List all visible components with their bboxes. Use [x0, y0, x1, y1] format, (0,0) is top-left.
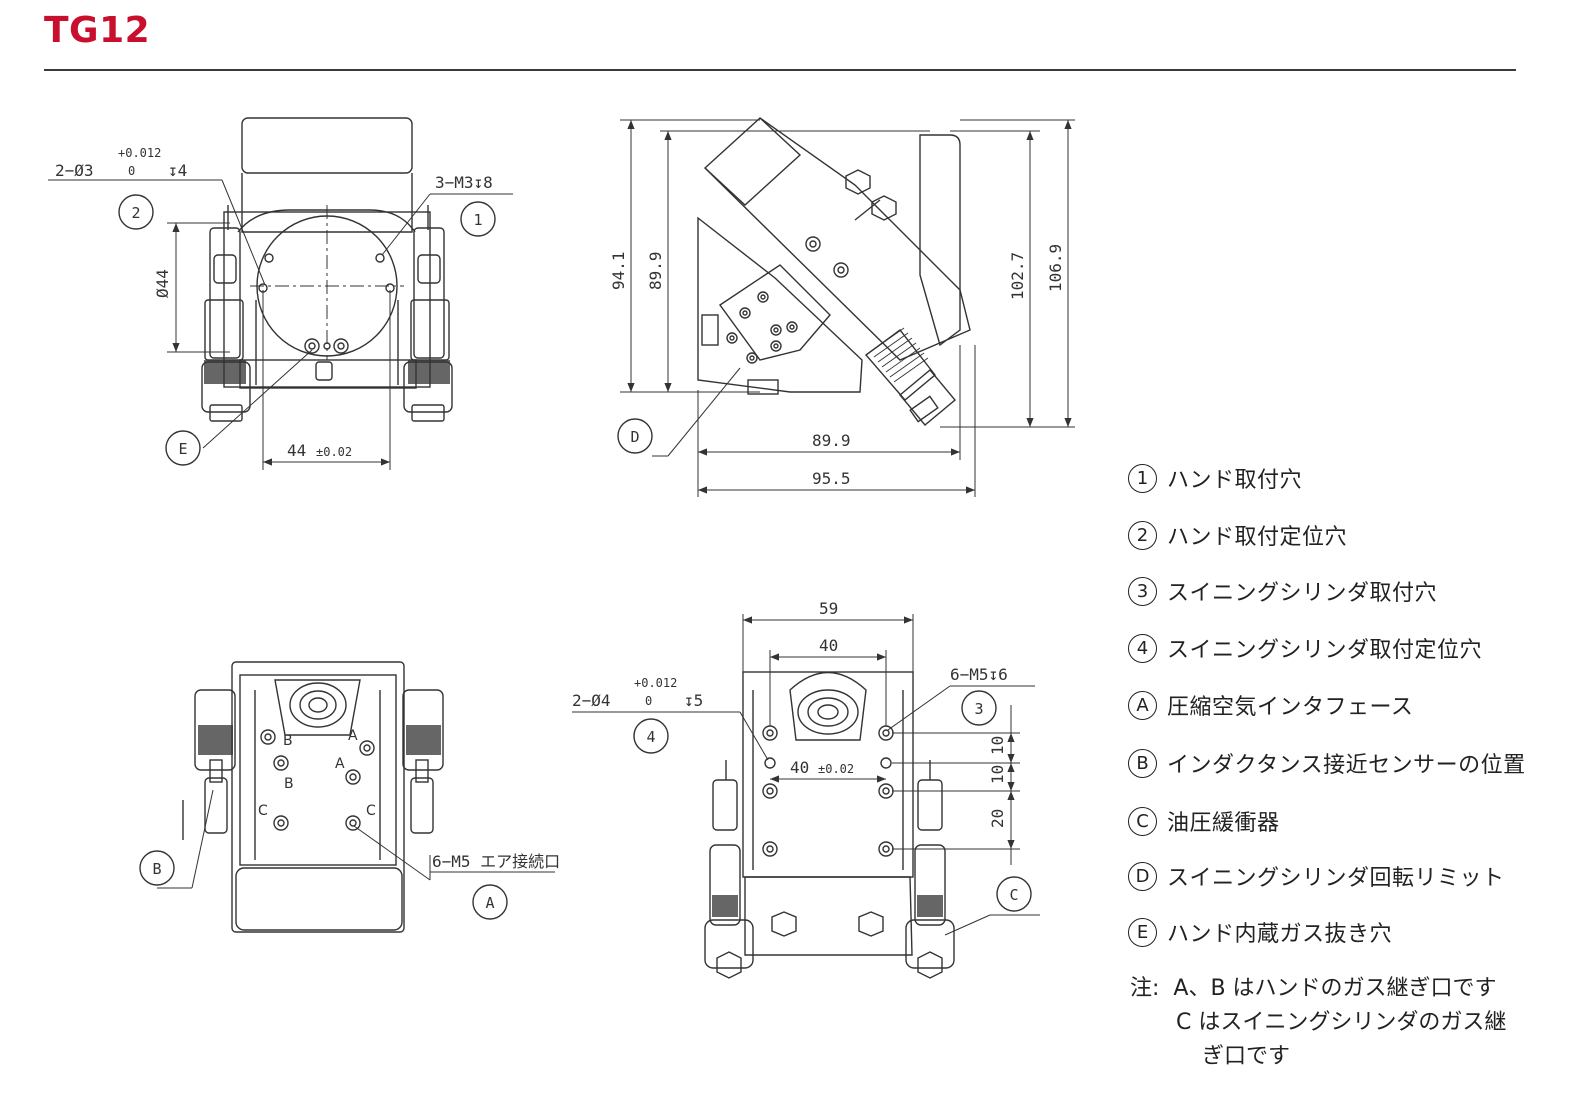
- note-line-3: ぎ口です: [1202, 1044, 1291, 1069]
- height-89-9: 89.9: [646, 251, 665, 290]
- hole-label-c1: C: [258, 803, 268, 819]
- hole-label-a1: A: [348, 728, 358, 744]
- pitch-dimension: 44: [287, 441, 306, 460]
- legend-mark: C: [1128, 806, 1157, 836]
- vertical-10-b: 10: [988, 765, 1007, 784]
- view-bottom-right-labels: 4 3 C 59 40 2−Ø4 +0.012 0 ↧5 6−M5↧6 40 ±…: [572, 599, 1019, 904]
- legend-text: ハンド取付定位穴: [1167, 525, 1348, 550]
- hole-spec: 2−Ø3: [55, 161, 94, 180]
- legend-item-3: 3 スイニングシリンダ取付穴: [1128, 573, 1437, 609]
- tolerance-upper: +0.012: [634, 676, 677, 690]
- legend-item-2: 2 ハンド取付定位穴: [1128, 517, 1347, 553]
- legend-text: スイニングシリンダ取付穴: [1167, 581, 1438, 606]
- diameter-dimension: Ø44: [153, 269, 172, 298]
- hole-spec: 2−Ø4: [572, 691, 611, 710]
- thread-spec: 3−M3↧8: [435, 173, 493, 192]
- note: 注: A、B はハンドのガス継ぎ口です C はスイニングシリンダのガス継 ぎ口で…: [1130, 972, 1550, 1074]
- page-title: TG12: [44, 10, 151, 51]
- vertical-10-a: 10: [988, 736, 1007, 755]
- legend-item-4: 4 スイニングシリンダ取付定位穴: [1128, 630, 1482, 666]
- legend-text: 油圧緩衝器: [1167, 811, 1280, 836]
- tolerance-upper: +0.012: [118, 146, 161, 160]
- legend-item-E: E ハンド内蔵ガス抜き穴: [1128, 914, 1392, 950]
- height-106-9: 106.9: [1046, 244, 1065, 292]
- tolerance-lower: 0: [645, 694, 652, 708]
- tolerance-lower: 0: [128, 164, 135, 178]
- title-rule: [44, 69, 1516, 71]
- legend-item-B: B インダクタンス接近センサーの位置: [1128, 745, 1526, 781]
- pitch-tolerance: ±0.02: [316, 445, 352, 459]
- width-40: 40: [819, 636, 838, 655]
- callout-4: 4: [646, 728, 655, 746]
- callout-3: 3: [974, 700, 983, 718]
- width-89-9: 89.9: [812, 431, 851, 450]
- callout-D: D: [630, 428, 639, 446]
- legend-text: スイニングシリンダ回転リミット: [1167, 866, 1505, 891]
- callout-A: A: [485, 894, 494, 912]
- depth-spec: ↧4: [168, 161, 187, 180]
- pitch-tolerance: ±0.02: [818, 762, 854, 776]
- height-94-1: 94.1: [609, 251, 628, 290]
- callout-E: E: [178, 440, 187, 458]
- view-bottom-left-labels: B A B A B A C C 6−M5 エア接続口: [152, 728, 560, 912]
- view-top-left-labels: 2 1 E 2−Ø3 +0.012 0 ↧4 3−M3↧8 Ø44 44 ±0.…: [55, 146, 493, 460]
- depth-spec: ↧5: [684, 691, 703, 710]
- legend-mark: 3: [1128, 576, 1157, 606]
- legend-mark: E: [1128, 917, 1157, 947]
- callout-1: 1: [473, 211, 482, 229]
- legend-mark: 4: [1128, 633, 1157, 663]
- legend-mark: B: [1128, 748, 1157, 778]
- view-top-right: [617, 117, 1075, 497]
- note-line-1: A、B はハンドのガス継ぎ口です: [1173, 976, 1497, 1001]
- legend-mark: 2: [1128, 520, 1157, 550]
- legend-item-C: C 油圧緩衝器: [1128, 803, 1280, 839]
- note-line-2: C はスイニングシリンダのガス継: [1176, 1010, 1507, 1035]
- legend-text: ハンド取付穴: [1167, 468, 1303, 493]
- width-59: 59: [819, 599, 838, 618]
- legend-mark: D: [1128, 861, 1157, 891]
- note-prefix: 注:: [1130, 976, 1160, 1001]
- legend-item-1: 1 ハンド取付穴: [1128, 460, 1302, 496]
- port-spec: 6−M5 エア接続口: [432, 852, 560, 871]
- callout-C: C: [1009, 886, 1018, 904]
- width-95-5: 95.5: [812, 469, 851, 488]
- vertical-20: 20: [988, 809, 1007, 828]
- view-top-right-labels: D 94.1 89.9 102.7 106.9 89.9 95.5: [609, 244, 1065, 488]
- height-102-7: 102.7: [1008, 252, 1027, 300]
- hole-label-b1: B: [283, 733, 293, 749]
- hole-label-b2: B: [284, 776, 294, 792]
- hole-label-c2: C: [366, 803, 376, 819]
- legend-text: インダクタンス接近センサーの位置: [1167, 753, 1526, 778]
- legend-text: ハンド内蔵ガス抜き穴: [1167, 922, 1393, 947]
- callout-2: 2: [131, 204, 140, 222]
- legend-text: スイニングシリンダ取付定位穴: [1167, 638, 1483, 663]
- thread-spec: 6−M5↧6: [950, 665, 1008, 684]
- callout-B: B: [152, 860, 161, 878]
- legend-mark: 1: [1128, 463, 1157, 493]
- view-bottom-left: [139, 661, 555, 933]
- legend-text: 圧縮空気インタフェース: [1167, 695, 1414, 720]
- hole-label-a2: A: [335, 756, 345, 772]
- pitch-dimension: 40: [790, 758, 809, 777]
- legend-item-D: D スイニングシリンダ回転リミット: [1128, 858, 1505, 894]
- legend-item-A: A 圧縮空気インタフェース: [1128, 687, 1413, 723]
- view-top-left: [48, 117, 513, 470]
- view-bottom-right: [572, 614, 1040, 979]
- legend-mark: A: [1128, 690, 1157, 720]
